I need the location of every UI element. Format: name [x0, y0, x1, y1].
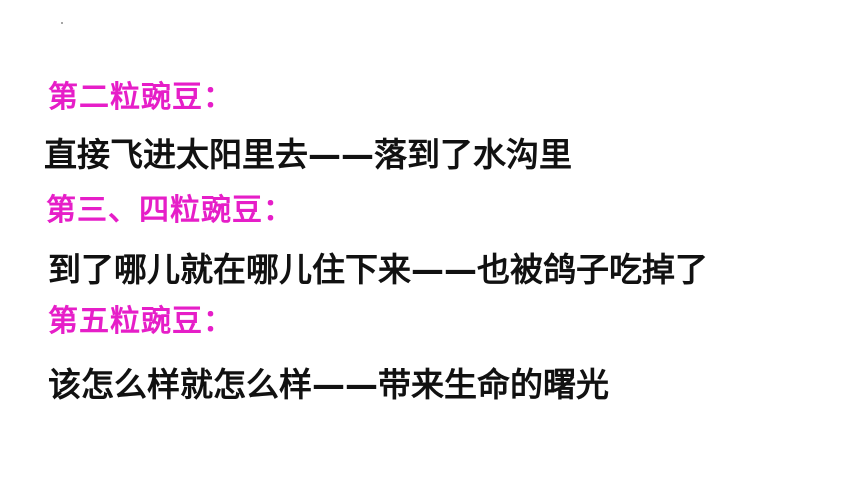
- fifth-pea-statement: 该怎么样就怎么样——带来生命的曙光: [48, 365, 609, 404]
- third-fourth-pea-heading: 第三、四粒豌豆：: [46, 193, 294, 228]
- second-pea-heading: 第二粒豌豆：: [48, 80, 234, 115]
- decorative-dot: [61, 22, 63, 24]
- third-fourth-pea-statement: 到了哪儿就在哪儿住下来——也被鸽子吃掉了: [48, 250, 708, 289]
- second-pea-statement: 直接飞进太阳里去——落到了水沟里: [44, 135, 572, 174]
- fifth-pea-heading: 第五粒豌豆：: [48, 304, 234, 339]
